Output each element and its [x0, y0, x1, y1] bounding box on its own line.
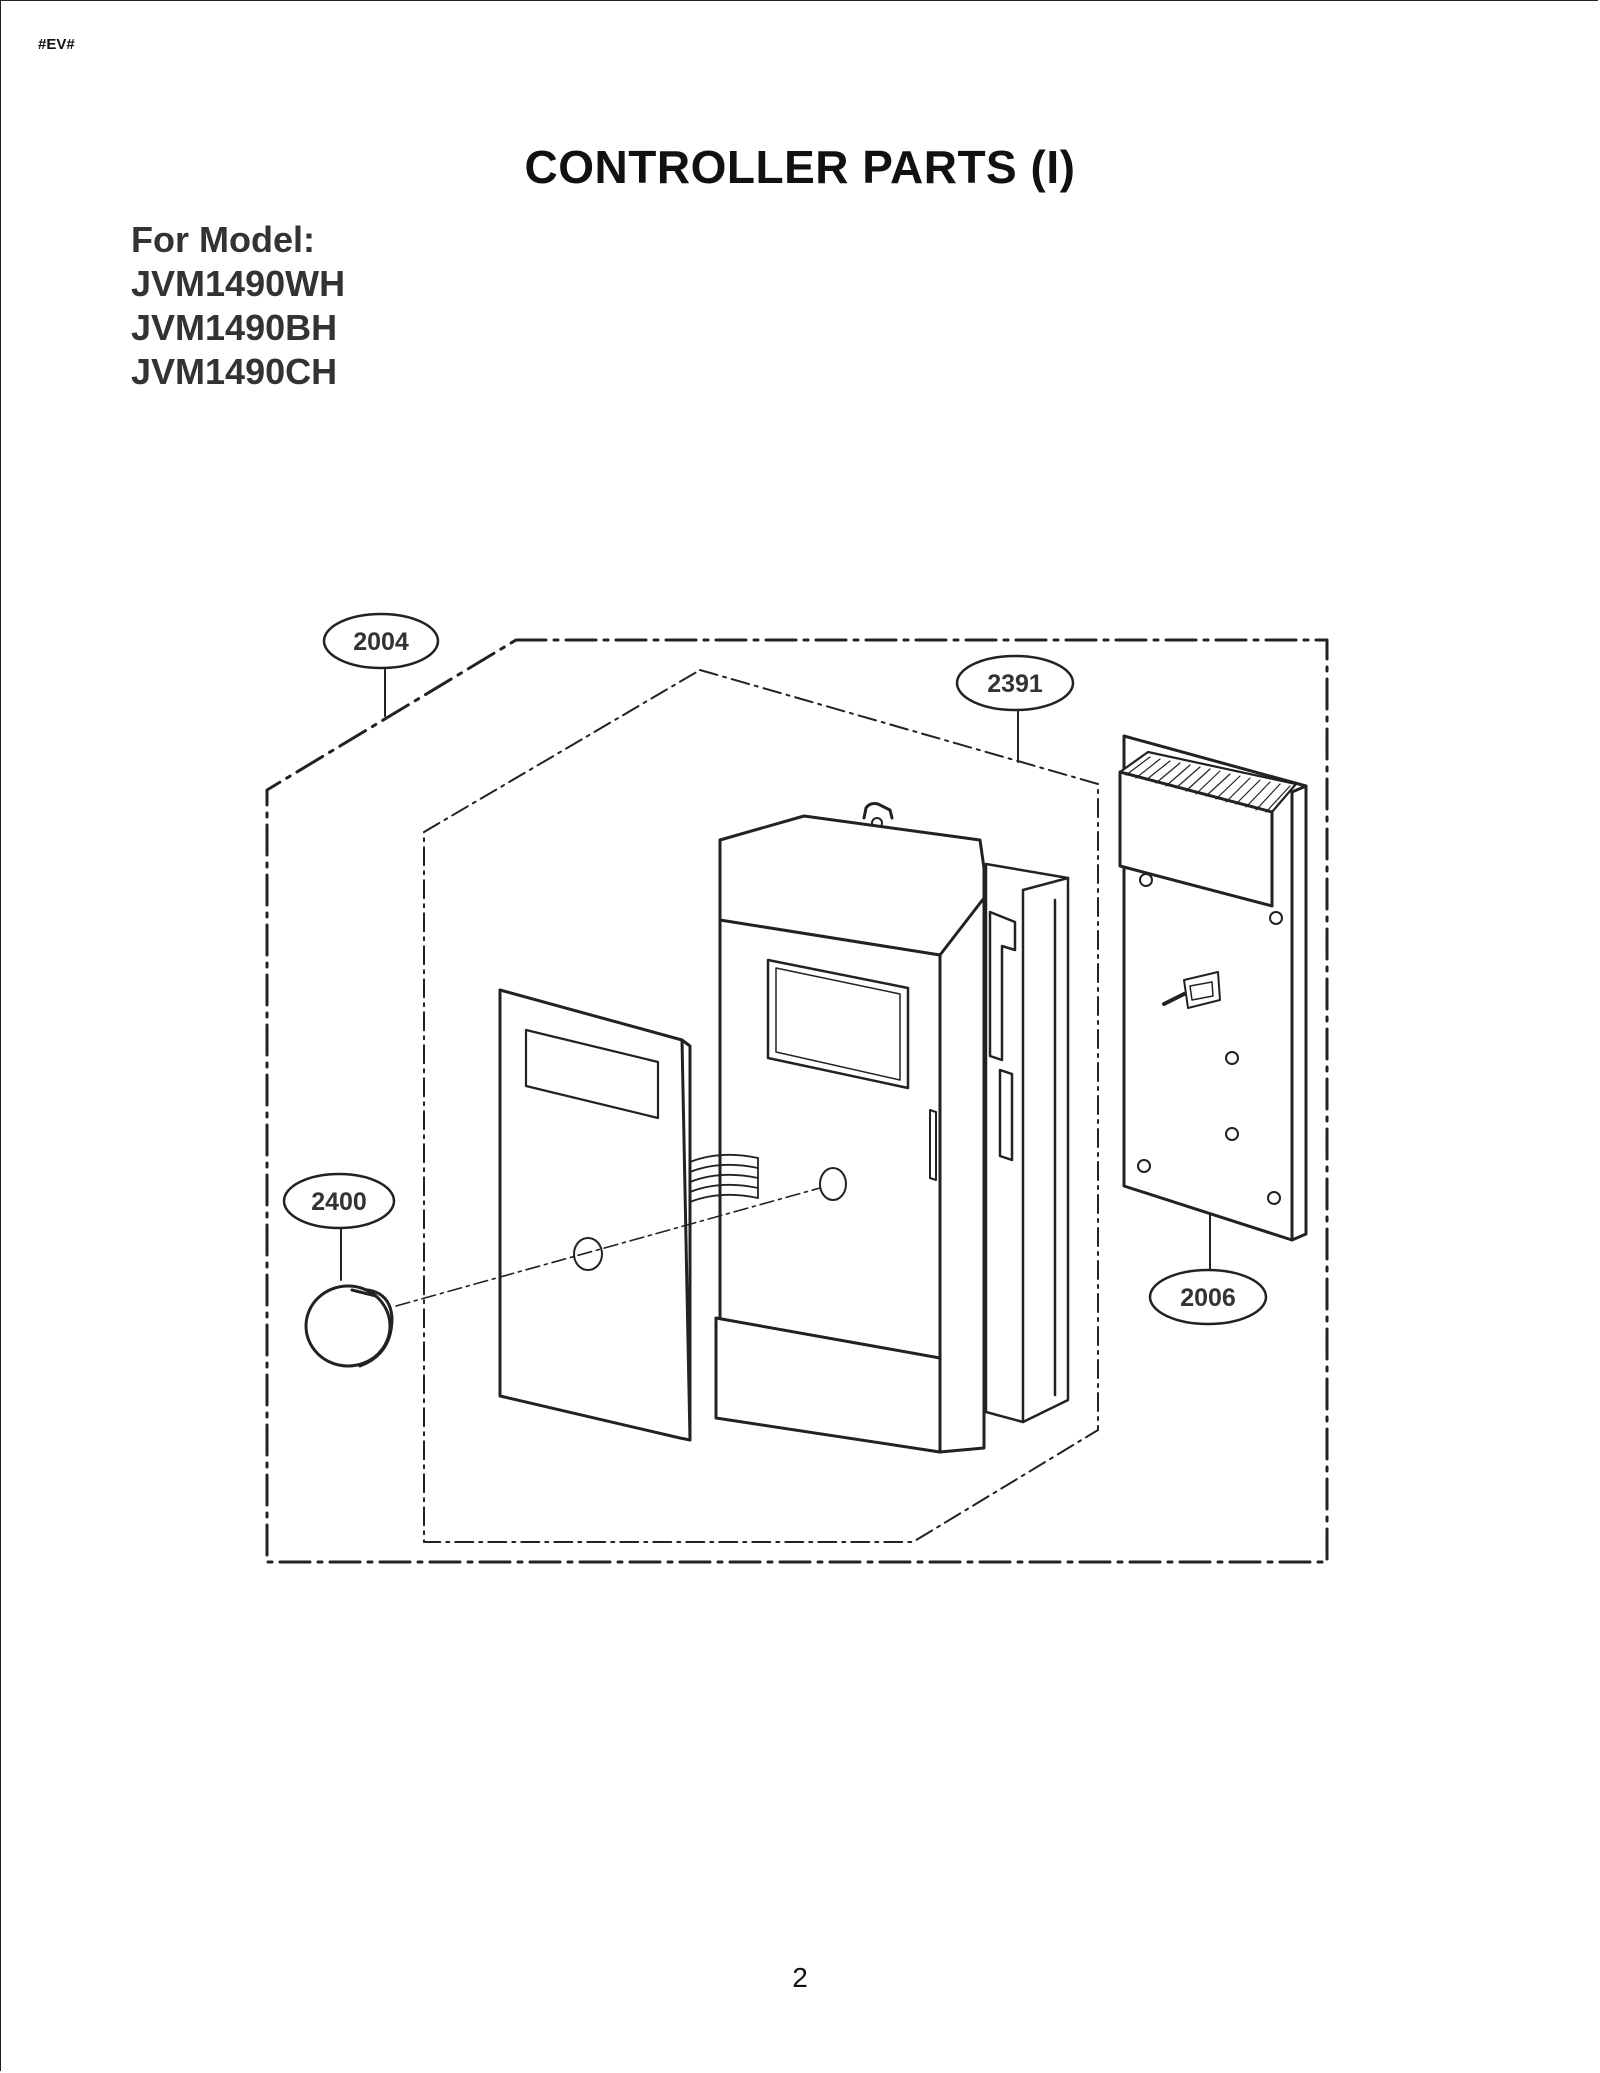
assembly-boundary	[265, 638, 1329, 1564]
model-label: For Model:	[131, 219, 315, 260]
front-overlay-panel	[498, 988, 692, 1442]
callout-label-2391: 2391	[987, 670, 1043, 698]
callout-label-2400: 2400	[311, 1188, 367, 1216]
callout-oval-2391	[955, 654, 1075, 712]
callout-label-2004: 2004	[353, 628, 409, 656]
document-code: #EV#	[38, 36, 75, 53]
callout-oval-2006	[1148, 1268, 1268, 1326]
circuit-board	[1118, 734, 1308, 1242]
model-list: For Model: JVM1490WH JVM1490BH JVM1490CH	[131, 218, 345, 394]
page-title: CONTROLLER PARTS (I)	[524, 141, 1076, 193]
model-number: JVM1490BH	[131, 307, 338, 348]
model-number: JVM1490CH	[131, 351, 338, 392]
page-number: 2	[792, 1962, 808, 1993]
model-number: JVM1490WH	[131, 263, 346, 304]
control-panel-housing	[714, 802, 986, 1454]
ribbon-cable	[689, 1153, 759, 1203]
control-knob	[304, 1284, 394, 1368]
callout-oval-2004	[322, 612, 440, 670]
callout-label-2006: 2006	[1180, 1284, 1236, 1312]
callout-oval-2400	[282, 1172, 396, 1230]
control-panel-boundary	[423, 669, 1099, 1543]
back-frame	[984, 862, 1070, 1424]
axis-line	[395, 1187, 821, 1307]
